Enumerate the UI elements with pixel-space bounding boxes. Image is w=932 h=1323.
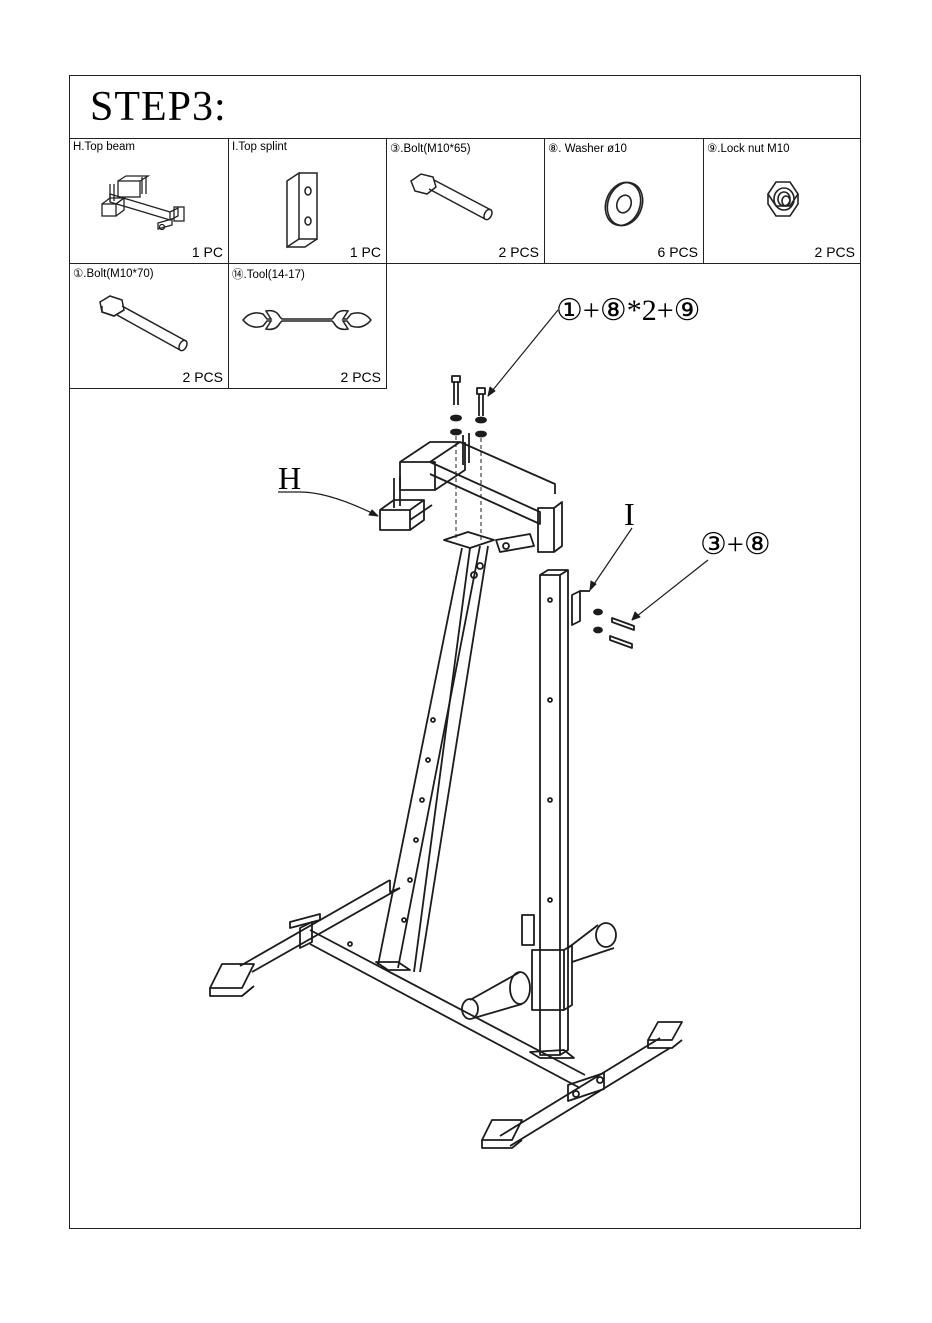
label-i: I [624,498,635,530]
rear-post [378,532,494,972]
leader-i [590,528,632,590]
leader-side [632,560,708,620]
top-splint-i [572,591,634,648]
top-beam-h [380,433,562,552]
top-bolt-right [476,388,486,437]
base-frame [210,880,682,1148]
plate-sleeve [462,923,616,1019]
callout-top-fasteners: ①+⑧*2+⑨ [556,296,701,326]
label-h: H [278,462,301,494]
top-bolt-left [451,376,461,435]
leader-top [488,310,558,396]
callout-side-fasteners: ③+⑧ [700,530,771,560]
